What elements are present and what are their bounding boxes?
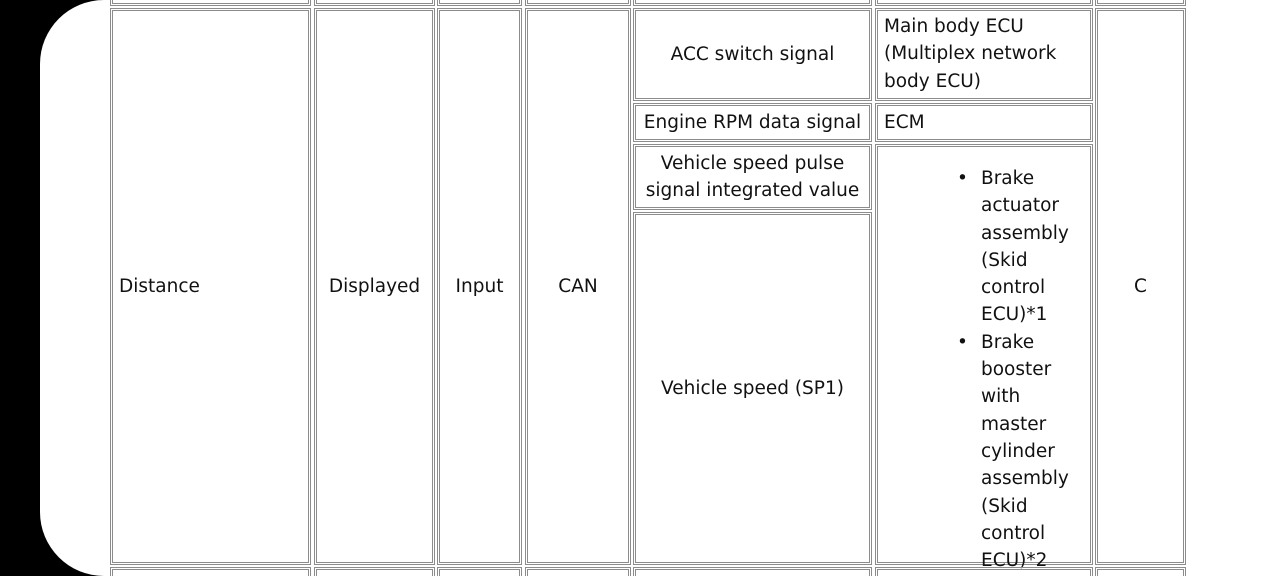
- signal-cell-acc: ACC switch signal: [633, 8, 872, 101]
- source-cell-speed: • Brake actuator assembly (Skid control …: [875, 144, 1093, 571]
- item-name-cell: Distance: [110, 8, 311, 565]
- grade-cell: C: [1095, 8, 1186, 565]
- item-name: Distance: [119, 275, 200, 297]
- signal-acc: ACC switch signal: [670, 43, 835, 65]
- signal-speed: Vehicle speed (SP1): [661, 377, 844, 399]
- bullet-icon: •: [957, 168, 968, 189]
- io-value: Input: [455, 275, 504, 297]
- protocol-cell: CAN: [525, 8, 631, 565]
- source-cell-rpm: ECM: [875, 103, 1093, 142]
- prev-row-cell: [437, 0, 522, 6]
- prev-row-cell: [110, 0, 311, 6]
- signal-pulse: Vehicle speed pulse signal integrated va…: [645, 152, 860, 201]
- signal-cell-pulse: Vehicle speed pulse signal integrated va…: [633, 144, 872, 210]
- next-row-cell: [875, 567, 1093, 576]
- next-row-cell: [1095, 567, 1186, 576]
- next-row-cell: [525, 567, 631, 576]
- source-rpm: ECM: [884, 111, 925, 133]
- source-speed-text: Brake booster with master cylinder assem…: [981, 331, 1069, 572]
- next-row-cell: [437, 567, 522, 576]
- prev-row-cell: [875, 0, 1093, 6]
- source-speed-list: • Brake actuator assembly (Skid control …: [957, 165, 1087, 575]
- protocol-value: CAN: [558, 275, 598, 297]
- signal-cell-speed: Vehicle speed (SP1): [633, 212, 872, 565]
- signal-rpm: Engine RPM data signal: [643, 111, 862, 133]
- prev-row-cell: [1095, 0, 1186, 6]
- signal-cell-rpm: Engine RPM data signal: [633, 103, 872, 142]
- next-row-cell: [110, 567, 311, 576]
- prev-row-cell: [633, 0, 872, 6]
- grade-value: C: [1134, 275, 1147, 297]
- source-acc: Main body ECU (Multiplex network body EC…: [884, 16, 1057, 92]
- prev-row-cell: [525, 0, 631, 6]
- source-speed-item: • Brake actuator assembly (Skid control …: [957, 165, 1087, 329]
- io-cell: Input: [437, 8, 522, 565]
- source-cell-acc: Main body ECU (Multiplex network body EC…: [875, 8, 1093, 101]
- prev-row-cell: [314, 0, 435, 6]
- next-row-cell: [314, 567, 435, 576]
- display-value: Displayed: [328, 275, 421, 297]
- next-row-cell: [633, 567, 872, 576]
- source-speed-item: • Brake booster with master cylinder ass…: [957, 329, 1087, 575]
- source-speed-text: Brake actuator assembly (Skid control EC…: [981, 168, 1069, 326]
- display-cell: Displayed: [314, 8, 435, 565]
- document-page: Distance Displayed Input CAN ACC switch …: [40, 0, 1280, 576]
- bullet-icon: •: [957, 331, 968, 353]
